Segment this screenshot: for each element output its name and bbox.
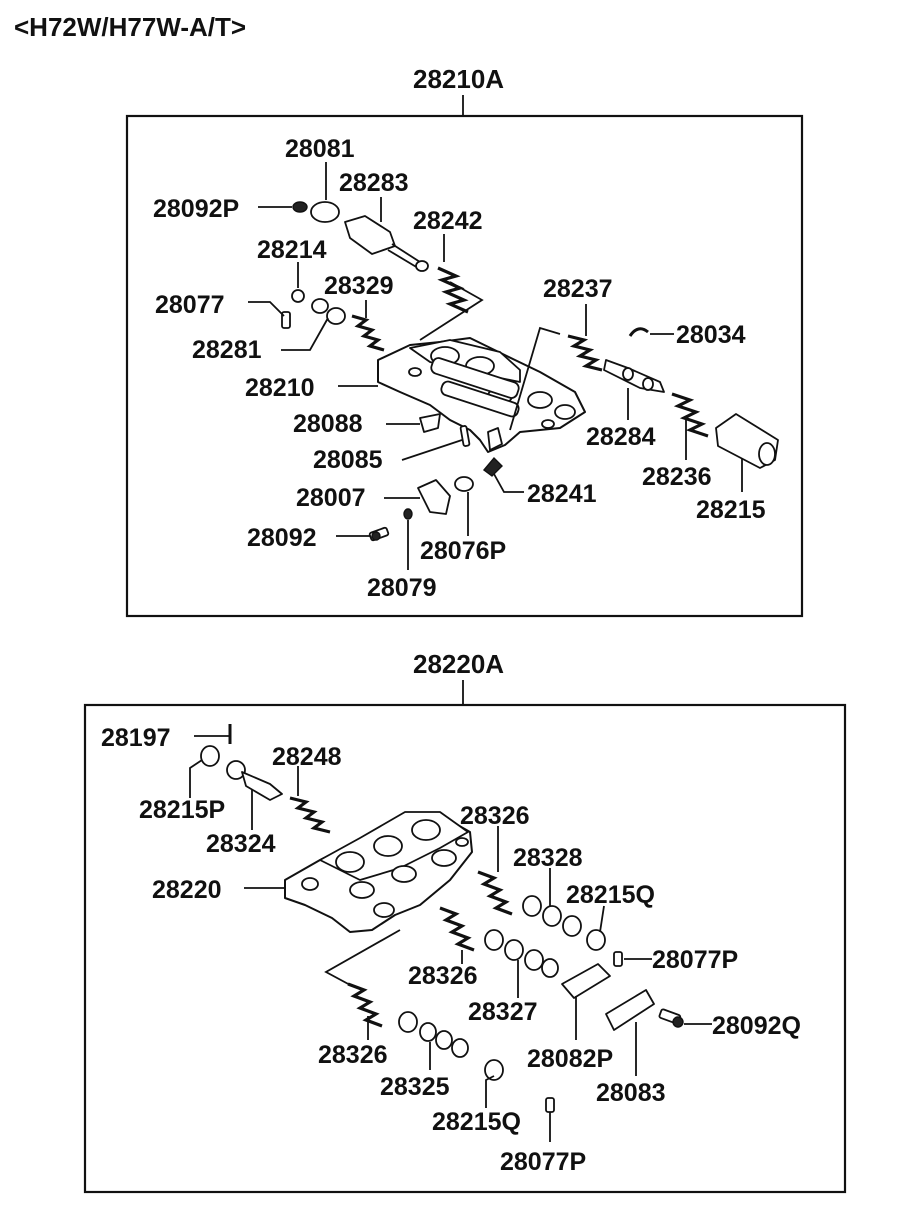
leader-lines-28210A [248, 162, 743, 570]
plug-28214 [291, 289, 305, 303]
part-label-28327: 28327 [468, 998, 538, 1026]
leader-lines-28220A [189, 735, 712, 1142]
part-label-28214: 28214 [257, 236, 327, 264]
part-label-28326-lower: 28326 [318, 1041, 388, 1069]
part-label-28215Q-upper: 28215Q [566, 881, 655, 909]
part-label-28077P-lower: 28077P [500, 1148, 586, 1176]
assembly-28220A: 28220A [83, 649, 847, 1194]
spring-28329 [351, 314, 385, 352]
spring-28326-middle [439, 906, 475, 952]
o-ring-28081 [310, 201, 340, 223]
part-label-28215Q-lower: 28215Q [432, 1108, 521, 1136]
valve-body-28210 [377, 337, 586, 453]
part-label-28220: 28220 [152, 876, 222, 904]
spring-28237 [567, 334, 603, 372]
part-label-28326-upper: 28326 [460, 802, 530, 830]
part-label-28328: 28328 [513, 844, 583, 872]
part-label-28210: 28210 [245, 374, 315, 402]
part-label-28281: 28281 [192, 336, 262, 364]
part-label-28007: 28007 [296, 484, 366, 512]
part-label-28248: 28248 [272, 743, 342, 771]
part-label-28236: 28236 [642, 463, 712, 491]
spring-28326-upper [477, 870, 513, 916]
part-label-28077: 28077 [155, 291, 225, 319]
assembly-frame-28220A [83, 703, 847, 1194]
plate-28007 [417, 479, 451, 515]
spring-28236 [671, 392, 709, 438]
part-label-28085: 28085 [313, 446, 383, 474]
part-label-28092: 28092 [247, 524, 317, 552]
part-label-28326-middle: 28326 [408, 962, 478, 990]
plate-28083 [605, 989, 655, 1031]
bolt-28092 [368, 526, 390, 542]
assembly-frame-28210A [125, 114, 804, 618]
part-label-28215P: 28215P [139, 796, 225, 824]
spring-28242 [437, 266, 469, 314]
ball-28079 [403, 508, 413, 520]
part-label-28197: 28197 [101, 724, 171, 752]
valve-28324 [226, 760, 283, 801]
sleeve-28215 [715, 413, 779, 469]
part-label-28237: 28237 [543, 275, 613, 303]
valve-28284 [603, 359, 665, 393]
plug-28215Q-lower [484, 1059, 504, 1081]
plate-28088 [419, 413, 441, 433]
part-label-28092P: 28092P [153, 195, 239, 223]
pin-28077P-lower [545, 1097, 555, 1113]
part-label-28076P: 28076P [420, 537, 506, 565]
part-label-28241: 28241 [527, 480, 597, 508]
clip-28034 [628, 327, 649, 337]
gasket-28082P [561, 963, 611, 999]
valve-28283 [344, 215, 429, 272]
part-label-28034: 28034 [676, 321, 746, 349]
part-label-28083: 28083 [596, 1079, 666, 1107]
assembly-28210A: 28210A [125, 64, 804, 618]
part-label-28215: 28215 [696, 496, 766, 524]
valve-body-28220 [284, 811, 473, 933]
plug-28281 [311, 298, 346, 325]
valve-28325 [398, 1011, 469, 1058]
assembly-number-28220A: 28220A [413, 649, 504, 679]
part-label-28242: 28242 [413, 207, 483, 235]
ball-28092P [292, 201, 308, 213]
part-label-28283: 28283 [339, 169, 409, 197]
part-label-28324: 28324 [206, 830, 276, 858]
spring-28248 [289, 796, 331, 834]
spring-28241 [482, 456, 503, 477]
spring-28326-lower [347, 982, 383, 1028]
pin-28085 [459, 425, 471, 447]
part-label-28329: 28329 [324, 272, 394, 300]
pin-28077P-upper [613, 951, 623, 967]
valve-28328 [522, 895, 582, 937]
part-label-28079: 28079 [367, 574, 437, 602]
part-label-28088: 28088 [293, 410, 363, 438]
part-label-28081: 28081 [285, 135, 355, 163]
part-label-28284: 28284 [586, 423, 656, 451]
model-label: <H72W/H77W-A/T> [14, 12, 246, 42]
part-label-28077P-upper: 28077P [652, 946, 738, 974]
plug-28215Q-upper [586, 929, 606, 951]
plug-28215P [200, 745, 220, 767]
assembly-number-28210A: 28210A [413, 64, 504, 94]
part-label-28082P: 28082P [527, 1045, 613, 1073]
valve-28327 [484, 929, 559, 978]
part-label-28092Q: 28092Q [712, 1012, 801, 1040]
valve-28076P [454, 476, 474, 492]
bolt-28092Q [658, 1008, 684, 1028]
part-label-28325: 28325 [380, 1073, 450, 1101]
